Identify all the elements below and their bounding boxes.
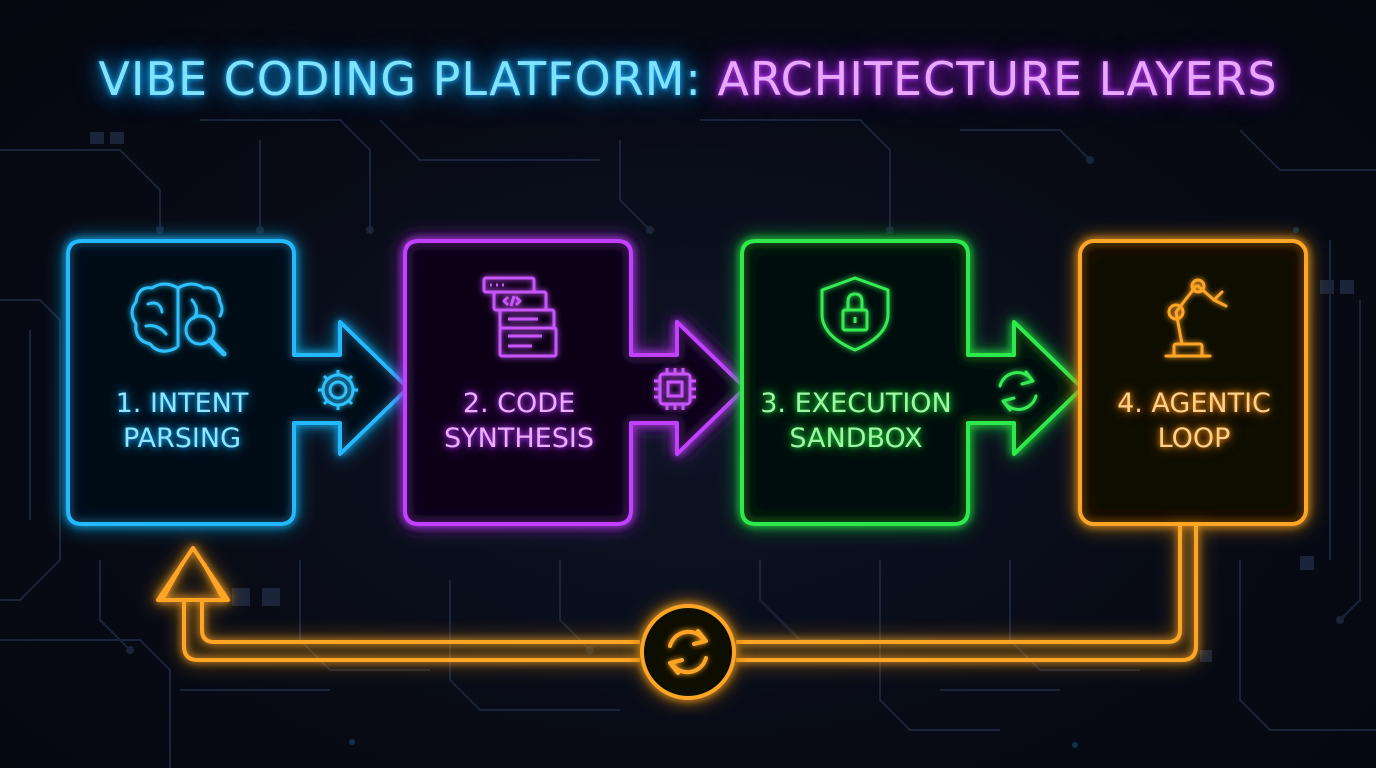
layer-2-title: 2. CODE: [462, 388, 576, 419]
robot-arm-icon: [1164, 278, 1228, 358]
layer-3-subtitle: SANDBOX: [789, 423, 923, 454]
shield-lock-icon: [820, 276, 890, 352]
layer-3-box: [740, 239, 1084, 526]
layer-4-label: 4. AGENTIC LOOP: [1079, 386, 1309, 456]
layer-2-subtitle: SYNTHESIS: [444, 423, 594, 454]
layer-2-box: [403, 239, 747, 526]
brain-magnifier-icon: [130, 282, 227, 357]
cpu-chip-icon: [654, 368, 696, 410]
feedback-loop-node: [640, 604, 736, 700]
layer-3-title: 3. EXECUTION: [760, 388, 952, 419]
title-part-1: VIBE CODING PLATFORM:: [98, 52, 702, 106]
code-stack-icon: [482, 276, 558, 358]
title-part-2: ARCHITECTURE LAYERS: [717, 52, 1278, 106]
layer-1-label: 1. INTENT PARSING: [67, 386, 297, 456]
refresh-icon: [998, 370, 1038, 412]
layer-2-label: 2. CODE SYNTHESIS: [404, 386, 634, 456]
layer-1-subtitle: PARSING: [122, 423, 241, 454]
layer-3-label: 3. EXECUTION SANDBOX: [741, 386, 971, 456]
page-title: VIBE CODING PLATFORM: ARCHITECTURE LAYER…: [0, 52, 1376, 106]
gear-icon: [318, 370, 358, 410]
layer-1-title: 1. INTENT: [115, 388, 249, 419]
layer-4-box: [1078, 239, 1308, 526]
feedback-loop-path: [156, 526, 1198, 662]
refresh-icon: [668, 629, 708, 675]
layer-4-subtitle: LOOP: [1157, 423, 1231, 454]
layer-1-box: [66, 239, 410, 526]
layer-4-title: 4. AGENTIC: [1117, 388, 1271, 419]
